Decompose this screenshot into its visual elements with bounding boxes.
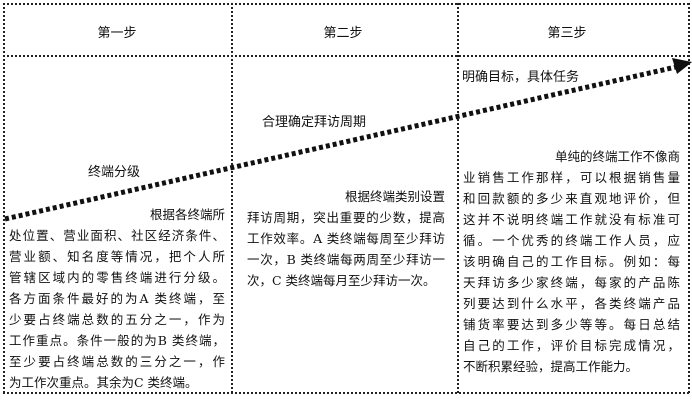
column-divider (457, 3, 459, 393)
text-line: 营业额、知名度等情况，把个人所 (9, 249, 225, 264)
text-line: 工作重点。条件一般的为B 类终端， (9, 333, 225, 348)
step-2-description: 根据终端类别设置拜访周期，突出重要的少数，提高工作效率。A 类终端每周至少拜访一… (247, 186, 445, 291)
text-line: 拜访周期，突出重要的少数，提高 (247, 210, 445, 225)
text-line: 一次，B 类终端每两周至少拜访一 (247, 252, 445, 267)
text-line: 不断积累经验，提高工作能力。 (463, 359, 639, 374)
table-right-border (688, 3, 690, 393)
arrow-shaft (4, 64, 677, 222)
text-line: 循。一个优秀的终端工作人员，应 (463, 233, 680, 248)
text-line: 自己的工作，评价目标完成情况， (463, 338, 680, 353)
label-visit-cycle: 合理确定拜访周期 (262, 115, 367, 130)
step-1-description: 根据各终端所处位置、营业面积、社区经济条件、营业额、知名度等情况，把个人所管辖区… (9, 204, 225, 393)
arrow-head-icon (672, 58, 692, 74)
text-line: 少要占终端总数的五分之一，作为 (9, 312, 225, 327)
text-line: 工作效率。A 类终端每周至少拜访 (247, 231, 445, 246)
table-bottom-border (3, 392, 689, 394)
label-terminal-grading: 终端分级 (88, 165, 141, 180)
label-clear-goals: 明确目标，具体任务 (462, 70, 580, 85)
table-top-border (3, 3, 689, 5)
header-step-2: 第二步 (323, 26, 363, 41)
text-line: 管辖区域内的零售终端进行分级。 (9, 270, 225, 285)
text-line: 根据各终端所 (149, 207, 225, 222)
column-divider (231, 3, 233, 393)
text-line: 至少要占终端总数的三分之一，作 (9, 354, 225, 369)
text-line: 该明确自己的工作目标。例如：每 (463, 254, 680, 269)
header-step-1: 第一步 (97, 26, 137, 41)
text-line: 次，C 类终端每月至少拜访一次。 (247, 273, 436, 288)
text-line: 业销售工作那样，可以根据销售量 (463, 170, 680, 185)
text-line: 各方面条件最好的为A 类终端，至 (9, 291, 225, 306)
text-line: 和回款额的多少来直观地评价，但 (463, 191, 680, 206)
text-line: 天拜访多少家终端，每家的产品陈 (463, 275, 680, 290)
text-line: 列要达到什么水平，各类终端产品 (463, 296, 680, 311)
header-step-3: 第三步 (547, 26, 587, 41)
text-line: 单纯的终端工作不像商 (554, 149, 680, 164)
text-line: 铺货率要达到多少等等。每日总结 (463, 317, 680, 332)
text-line: 这并不说明终端工作就没有标准可 (463, 212, 680, 227)
text-line: 根据终端类别设置 (344, 189, 445, 204)
table-left-border (3, 3, 5, 393)
step-3-description: 单纯的终端工作不像商业销售工作那样，可以根据销售量和回款额的多少来直观地评价，但… (463, 146, 680, 377)
header-divider (3, 55, 689, 57)
text-line: 为工作次重点。其余为C 类终端。 (9, 375, 198, 390)
text-line: 处位置、营业面积、社区经济条件、 (9, 228, 225, 243)
